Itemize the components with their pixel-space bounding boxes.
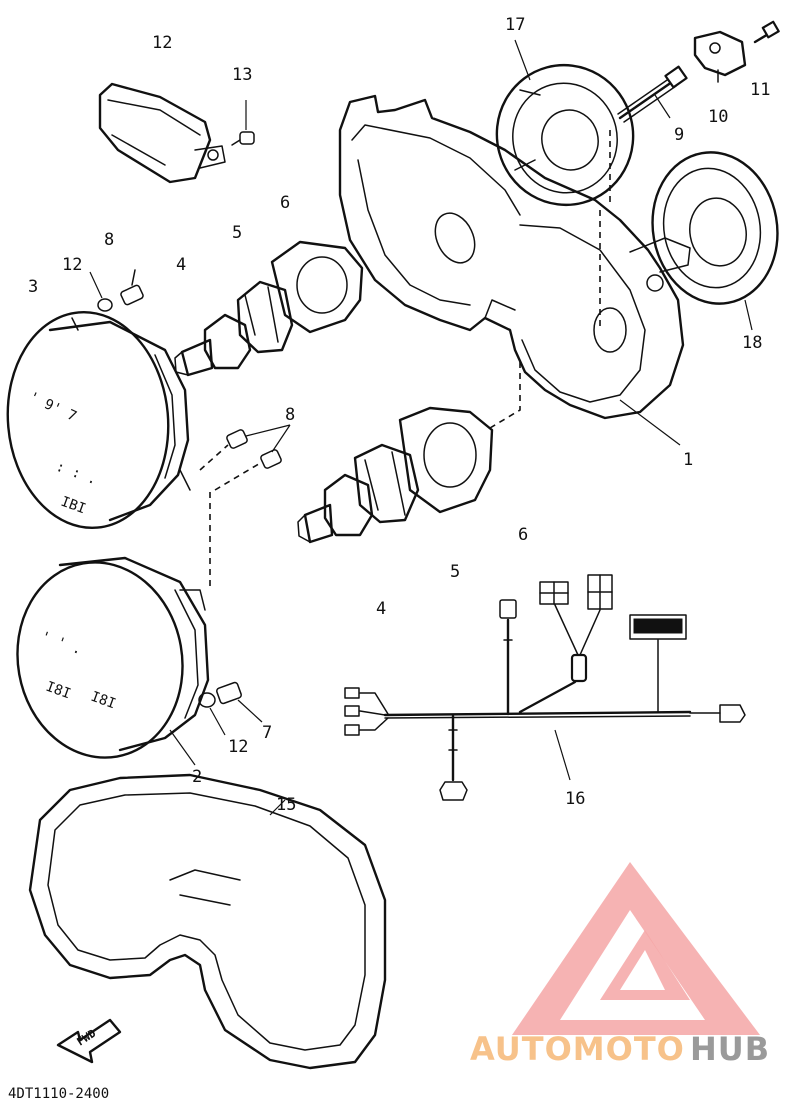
callout-3: 3 xyxy=(28,277,38,297)
part-1-meter-housing xyxy=(338,94,691,446)
part-13-cover xyxy=(28,773,387,1070)
callout-11: 11 xyxy=(750,80,770,100)
callout-16: 13 xyxy=(232,65,252,85)
callout-18: 18 xyxy=(742,333,762,353)
svg-text:' 9' 7: ' 9' 7 xyxy=(26,389,79,425)
watermark-brand-part2: HUB xyxy=(690,1030,770,1068)
callout-9: 9 xyxy=(674,125,684,145)
svg-text:' ' .: ' ' . xyxy=(39,629,84,658)
callout-labels: 12 13 17 9 10 11 6 5 4 8 12 3 18 8 1 6 5… xyxy=(28,15,770,815)
svg-text:IBI: IBI xyxy=(59,494,88,518)
callout-5-lower: 5 xyxy=(450,562,460,582)
part-7-bulb xyxy=(216,681,263,723)
svg-text:I8I: I8I xyxy=(89,689,118,713)
callout-5-upper: 5 xyxy=(232,223,242,243)
callout-17: 17 xyxy=(505,15,525,35)
watermark-brand-part1: AUTOMOTO xyxy=(470,1030,685,1068)
bulb-assembly-lower xyxy=(297,406,494,544)
callout-15: 12 xyxy=(152,33,172,53)
bulb-assembly-upper xyxy=(174,240,364,377)
part-10-bracket xyxy=(693,30,747,83)
callout-12-upper: 12 xyxy=(62,255,82,275)
callout-2: 2 xyxy=(192,767,202,787)
automotohub-watermark: AUTOMOTO HUB xyxy=(470,862,770,1068)
callout-14: 16 xyxy=(565,789,585,809)
callout-8-upper: 8 xyxy=(104,230,114,250)
part-16-screw xyxy=(231,100,255,146)
callout-6-lower: 6 xyxy=(518,525,528,545)
part-15-meter-lens xyxy=(98,82,226,184)
forward-arrow-indicator: FWD xyxy=(56,1018,122,1064)
part-14-wire-harness xyxy=(344,574,746,801)
part-2-gauge-lower: ' ' . I8I I8I xyxy=(16,556,210,766)
part-12-washer-upper xyxy=(89,271,113,312)
part-12-washer-lower xyxy=(198,692,226,736)
callout-7: 7 xyxy=(262,723,272,743)
callout-4-upper: 4 xyxy=(176,255,186,275)
svg-text:I8I: I8I xyxy=(44,679,73,703)
callout-4-lower: 4 xyxy=(376,599,386,619)
callout-13: 15 xyxy=(276,795,296,815)
assembly-guide-lines xyxy=(209,130,611,590)
callout-8-lower: 8 xyxy=(285,405,295,425)
callout-12-lower: 12 xyxy=(228,737,248,757)
callout-1: 1 xyxy=(683,450,693,470)
part-18-meter-ring xyxy=(651,151,779,331)
callout-10: 10 xyxy=(708,107,728,127)
part-11-screw xyxy=(753,20,780,44)
svg-text:: : .: : : . xyxy=(54,459,99,488)
diagram-part-code: 4DT1110-2400 xyxy=(8,1086,109,1102)
part-8-bulbs-lower xyxy=(199,424,291,491)
part-8-bulb-upper xyxy=(120,269,144,306)
part-9-bolt xyxy=(617,65,688,123)
callout-6-upper: 6 xyxy=(280,193,290,213)
part-3-gauge-upper: ' 9' 7 : : . IBI xyxy=(6,310,191,530)
